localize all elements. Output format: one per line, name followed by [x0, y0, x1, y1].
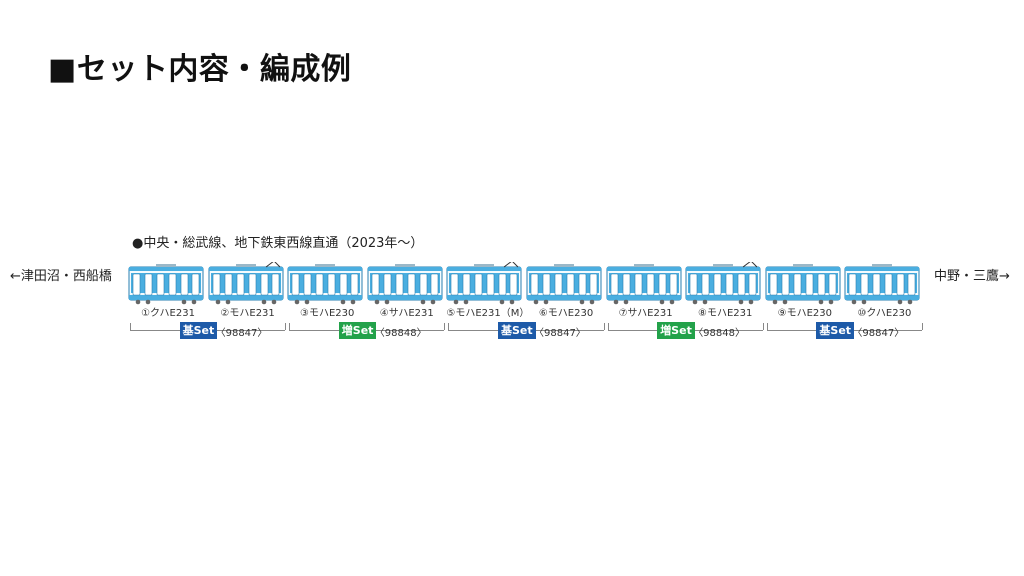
car-label: ②モハE231 [220, 308, 275, 319]
set-code: 〈98848〉 [374, 328, 427, 339]
set-bracket-tick [762, 323, 764, 330]
set-bracket-tick [607, 323, 609, 330]
set-bracket-tick [603, 323, 605, 330]
train-car [526, 262, 602, 306]
car-label: ④サハE231 [379, 308, 434, 319]
route-title: ●中央・総武線、地下鉄東西線直通（2023年〜） [132, 236, 424, 251]
car-label: ①クハE231 [141, 308, 195, 319]
set-bracket-tick [444, 323, 446, 330]
set-bracket-tick [285, 323, 287, 330]
train-formation [128, 262, 928, 306]
car-label: ⑤モハE231（M） [446, 308, 530, 319]
car-label: ⑥モハE230 [538, 308, 594, 319]
set-code: 〈98847〉 [852, 328, 905, 339]
set-code: 〈98848〉 [693, 328, 745, 339]
set-bracket-tick [448, 323, 450, 330]
train-car [765, 262, 841, 306]
set-badge: 増Set [657, 322, 695, 339]
train-car [844, 262, 920, 306]
set-bracket-tick [289, 323, 291, 330]
set-bracket-tick [766, 323, 768, 330]
set-badge: 基Set [179, 322, 218, 339]
train-car [606, 262, 682, 306]
car-label: ⑩クハE230 [857, 308, 912, 319]
set-badge: 基Set [816, 322, 855, 339]
set-badge: 増Set [338, 322, 377, 339]
car-label: ⑦サハE231 [618, 308, 673, 319]
direction-right-label: 中野・三鷹→ [934, 269, 1010, 284]
set-code: 〈98847〉 [534, 328, 586, 339]
set-bracket-tick [922, 323, 923, 330]
train-car [208, 262, 284, 306]
direction-left-label: ←津田沼・西船橋 [10, 269, 112, 284]
train-car [685, 262, 761, 306]
car-label: ⑨モハE230 [777, 308, 832, 319]
page-title: ■セット内容・編成例 [48, 52, 352, 87]
set-bracket-tick [130, 323, 131, 330]
train-car [128, 262, 204, 306]
car-label: ⑧モハE231 [698, 308, 753, 319]
set-code: 〈98847〉 [215, 328, 268, 339]
train-car [367, 262, 443, 306]
train-car [287, 262, 363, 306]
train-car [446, 262, 522, 306]
car-label: ③モハE230 [300, 308, 355, 319]
set-badge: 基Set [498, 322, 536, 339]
